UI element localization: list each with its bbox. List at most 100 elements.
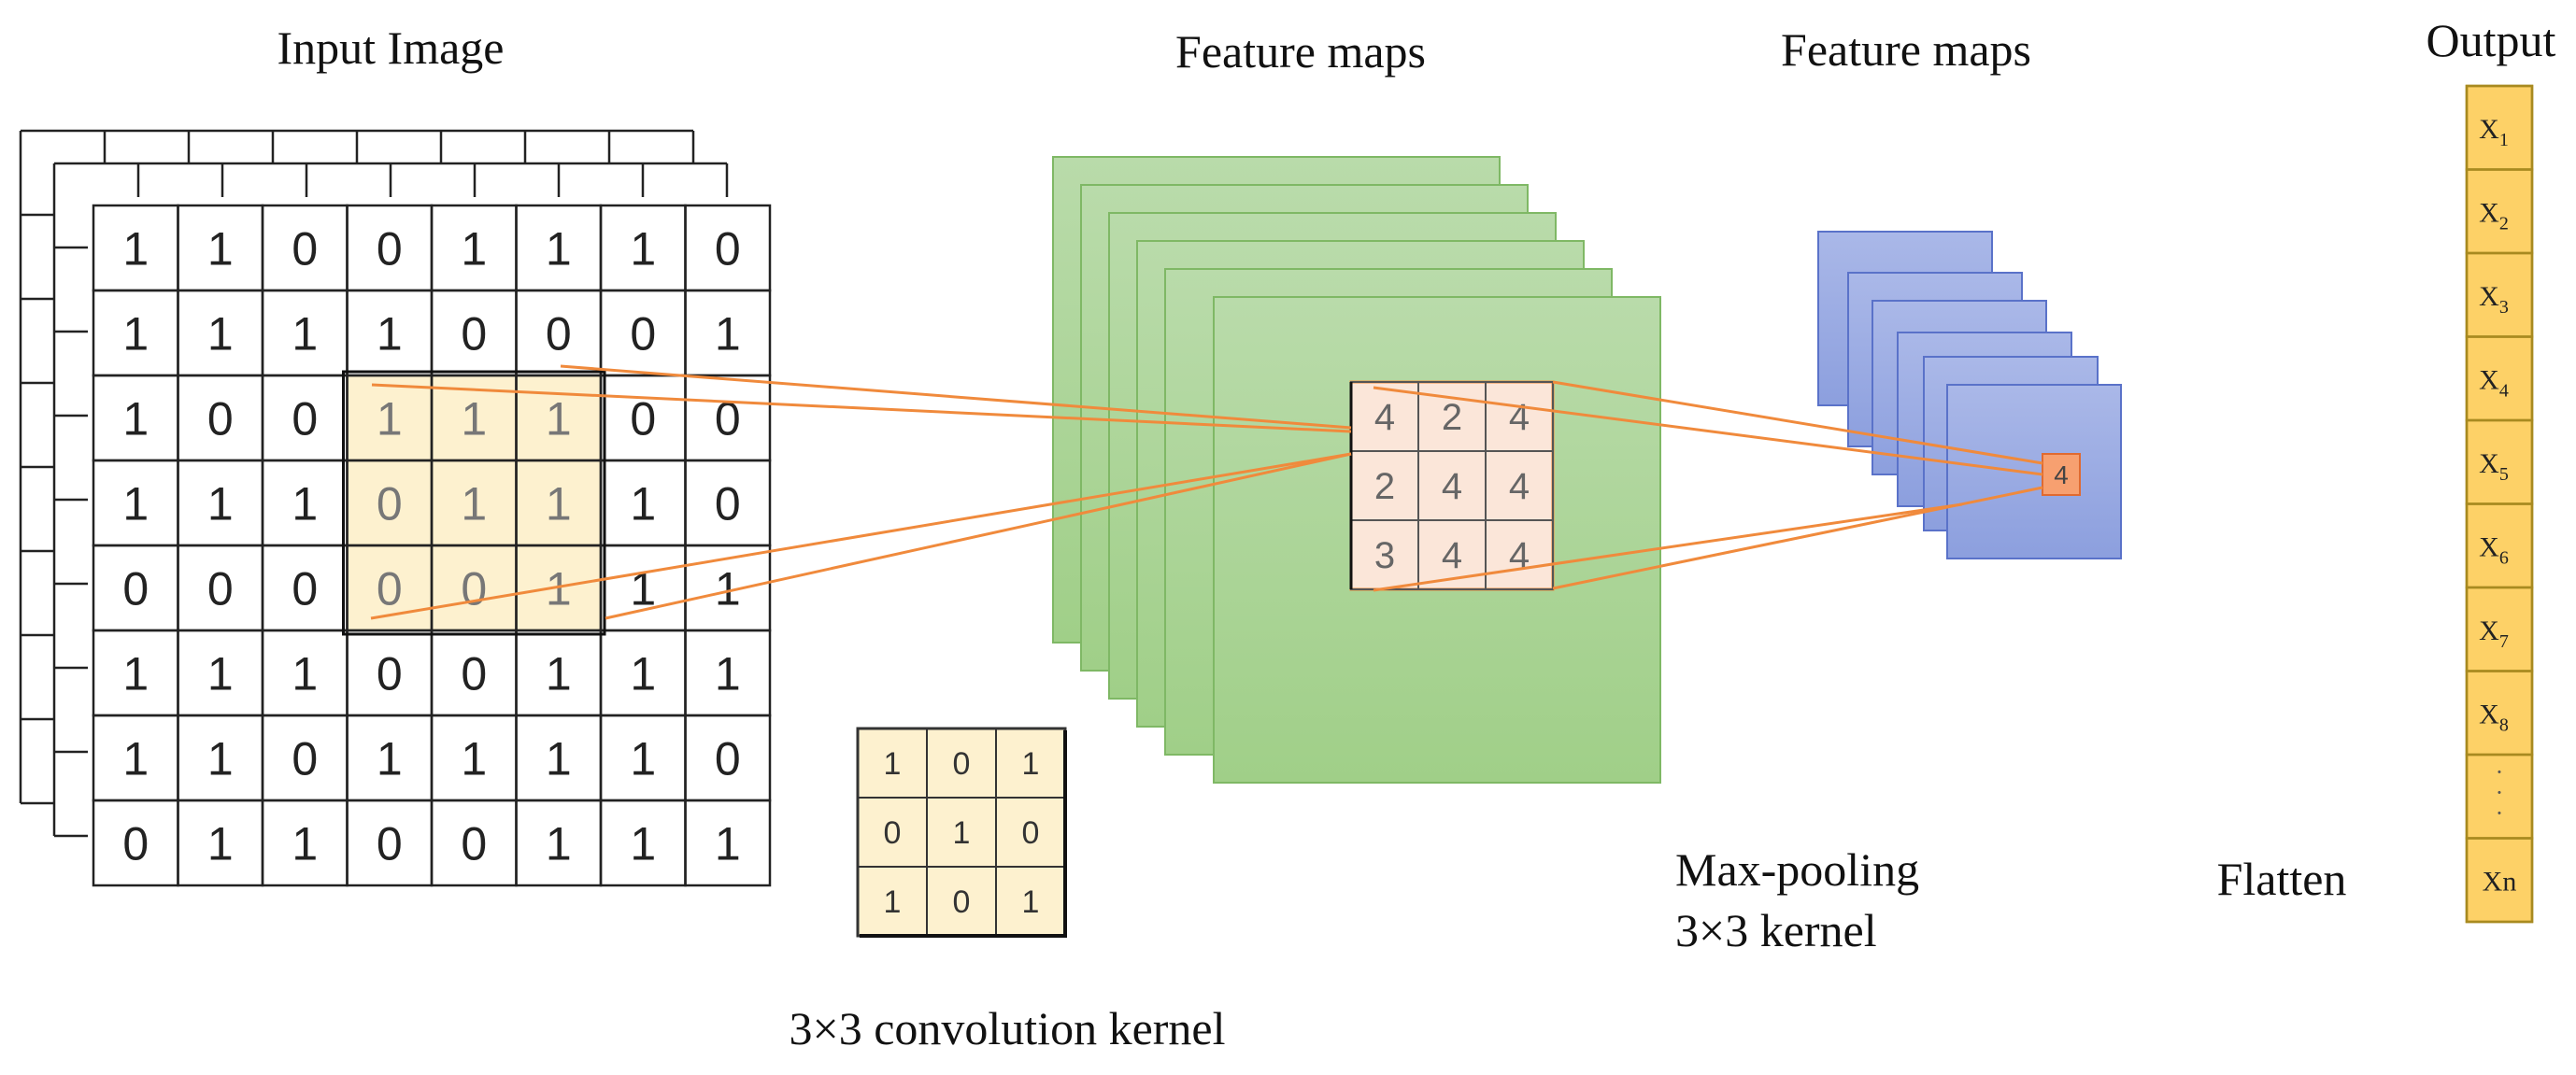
input-cell: 0 <box>92 799 179 887</box>
input-cell-value: 0 <box>715 733 741 785</box>
input-cell: 1 <box>599 204 687 292</box>
input-cell: 1 <box>515 714 603 802</box>
input-cell-value: 1 <box>292 818 318 870</box>
connector-line <box>370 452 1352 620</box>
input-cell: 0 <box>261 374 349 462</box>
output-vector-label: X2 <box>2479 197 2509 233</box>
input-cell-value: 1 <box>122 478 149 530</box>
input-image-stack <box>19 129 729 838</box>
connector-line <box>371 383 1352 433</box>
input-cell-value: 0 <box>461 563 487 615</box>
input-cell-value: 0 <box>122 563 149 615</box>
input-cell-value: 1 <box>546 478 572 530</box>
input-cell-value: 1 <box>630 818 656 870</box>
maxpool-label-line1: Max-pooling <box>1675 843 1919 896</box>
kernel-cell-value: 1 <box>1022 746 1040 782</box>
input-cell-value: 0 <box>715 478 741 530</box>
connector-line <box>1373 502 1963 592</box>
output-vector-label: X6 <box>2479 531 2509 568</box>
conv-output-value: 3 <box>1374 535 1395 576</box>
input-cell: 1 <box>177 459 264 547</box>
input-cell-value: 1 <box>630 733 656 785</box>
input-cell: 1 <box>346 289 434 377</box>
input-cell-value: 1 <box>122 393 149 446</box>
input-cell-value: 0 <box>377 563 403 615</box>
input-cell: 1 <box>515 374 603 462</box>
input-cell: 1 <box>684 629 772 717</box>
input-cell: 0 <box>261 204 349 292</box>
input-cell-value: 1 <box>461 223 487 276</box>
input-cell-value: 1 <box>292 478 318 530</box>
flatten-label: Flatten <box>2217 853 2347 905</box>
ellipsis-dot: · <box>2496 758 2504 785</box>
input-cell-value: 1 <box>715 308 741 361</box>
input-cell-value: 1 <box>377 733 403 785</box>
pool-feature-maps-stack <box>1817 231 2122 559</box>
input-cell-value: 1 <box>292 648 318 700</box>
pool-output-value: 4 <box>2054 460 2069 489</box>
input-cell: 1 <box>515 204 603 292</box>
input-cell-value: 1 <box>207 818 234 870</box>
input-cell-value: 0 <box>292 733 318 785</box>
input-cell-value: 1 <box>461 393 487 446</box>
ellipsis-dot: · <box>2496 799 2504 827</box>
conv-output-value: 4 <box>1374 397 1395 438</box>
connector-line <box>605 452 1352 620</box>
input-cell-value: 0 <box>292 393 318 446</box>
input-cell: 1 <box>92 374 179 462</box>
input-cell-value: 1 <box>461 733 487 785</box>
output-vector-label: X8 <box>2479 699 2509 735</box>
conv-output-value: 4 <box>1509 466 1530 507</box>
input-cell: 0 <box>261 714 349 802</box>
output-vector-label: X4 <box>2479 364 2509 401</box>
input-cell: 0 <box>346 204 434 292</box>
input-cell-value: 0 <box>377 648 403 700</box>
input-cell-value: 1 <box>207 478 234 530</box>
input-cell: 1 <box>599 629 687 717</box>
input-cell-value: 1 <box>122 648 149 700</box>
kernel-cell-value: 0 <box>953 746 971 782</box>
input-cell-value: 1 <box>207 733 234 785</box>
input-cell-value: 1 <box>292 308 318 361</box>
input-back-frame-1 <box>52 162 729 838</box>
input-cell: 1 <box>599 459 687 547</box>
conv-output-value: 4 <box>1509 397 1530 438</box>
input-cell: 0 <box>430 629 518 717</box>
output-title: Output <box>2427 14 2556 66</box>
input-cell: 0 <box>684 374 772 462</box>
input-cell: 1 <box>92 204 179 292</box>
input-cell: 1 <box>346 714 434 802</box>
output-vector-label: Xn <box>2483 866 2517 897</box>
input-cell-value: 1 <box>377 393 403 446</box>
input-cell: 1 <box>261 459 349 547</box>
input-cell-value: 0 <box>546 308 572 361</box>
kernel-cell-value: 0 <box>1022 815 1040 851</box>
orange-connector-lines <box>370 364 2043 620</box>
input-cell-value: 1 <box>630 478 656 530</box>
input-cell: 1 <box>515 799 603 887</box>
connector-line <box>1373 386 2043 476</box>
connector-line <box>560 364 1352 430</box>
input-cell-value: 1 <box>546 818 572 870</box>
input-cell-value: 1 <box>546 223 572 276</box>
conv-kernel-caption: 3×3 convolution kernel <box>790 1002 1226 1054</box>
feature-maps-pool-title: Feature maps <box>1781 23 2031 76</box>
input-cell: 1 <box>177 289 264 377</box>
input-cell: 1 <box>177 799 264 887</box>
input-cell: 1 <box>599 799 687 887</box>
conv-output-value: 2 <box>1374 466 1395 507</box>
input-cell: 1 <box>599 714 687 802</box>
input-cell: 1 <box>430 714 518 802</box>
input-cell-value: 0 <box>461 648 487 700</box>
input-cell-value: 1 <box>630 223 656 276</box>
kernel-cell-value: 1 <box>1022 884 1040 920</box>
input-cell-value: 1 <box>630 648 656 700</box>
input-cell: 1 <box>515 629 603 717</box>
input-cell-value: 1 <box>122 223 149 276</box>
input-cell: 0 <box>599 374 687 462</box>
input-cell-value: 0 <box>630 393 656 446</box>
